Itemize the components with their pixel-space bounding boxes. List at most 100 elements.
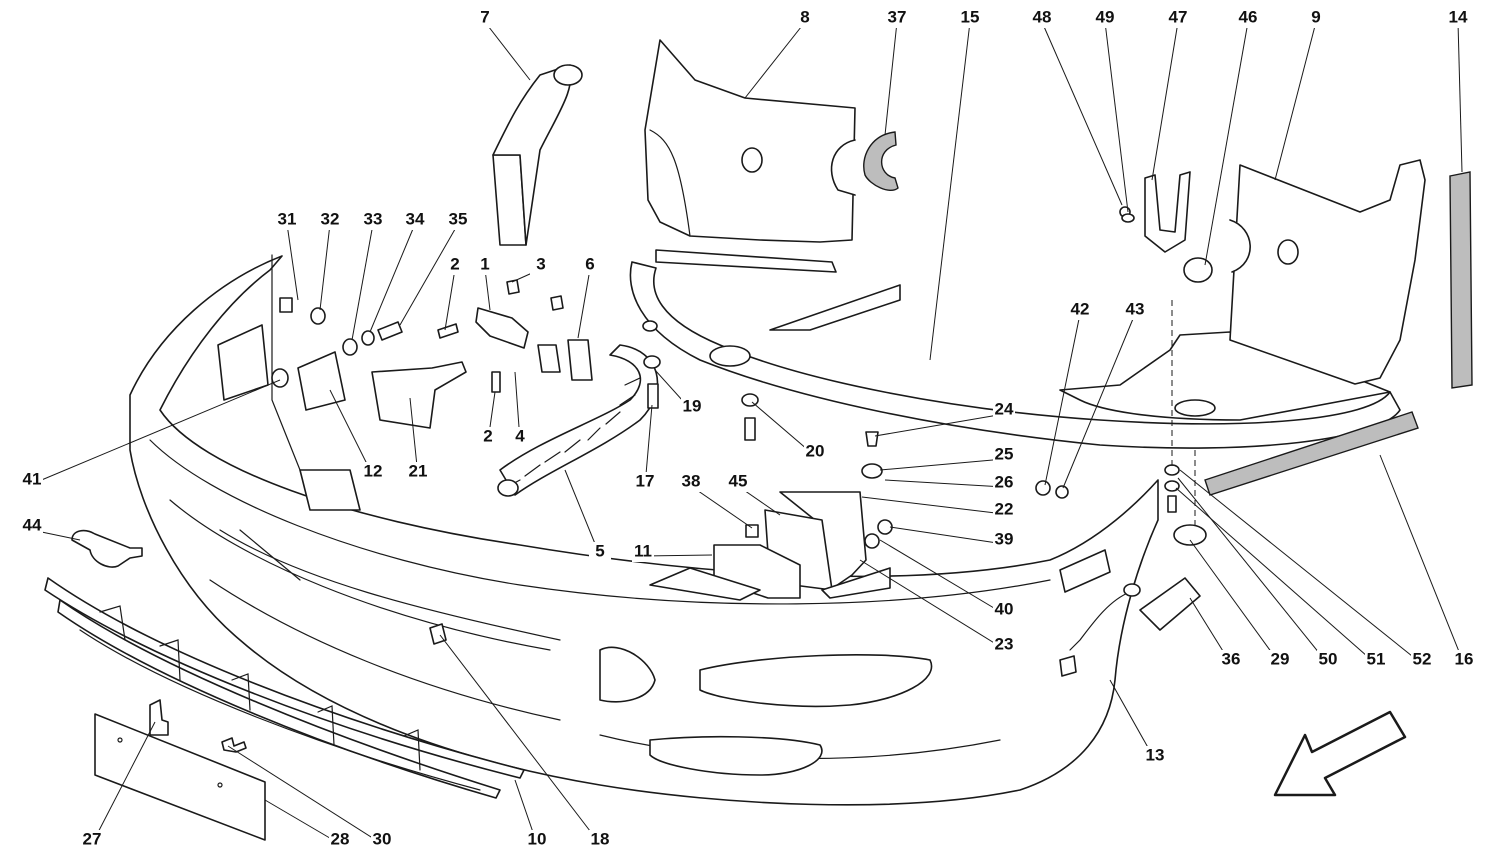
callout-29[interactable]: 29 bbox=[1271, 649, 1290, 668]
callout-background bbox=[509, 427, 531, 447]
callout-45[interactable]: 45 bbox=[729, 471, 748, 490]
plate-bracket[interactable] bbox=[149, 699, 169, 736]
leader-line bbox=[1457, 21, 1463, 173]
callout-40[interactable]: 40 bbox=[995, 599, 1014, 618]
plug-46[interactable] bbox=[1183, 257, 1213, 283]
bracket-47[interactable] bbox=[1144, 171, 1191, 253]
seal-37[interactable] bbox=[863, 131, 899, 192]
callout-39[interactable]: 39 bbox=[995, 529, 1014, 548]
side-reflector[interactable] bbox=[1139, 577, 1201, 631]
callout-background bbox=[319, 210, 341, 230]
leader-line bbox=[1379, 454, 1465, 665]
callout-36[interactable]: 36 bbox=[1222, 649, 1241, 668]
callout-background bbox=[681, 397, 703, 417]
callout-23[interactable]: 23 bbox=[995, 634, 1014, 653]
callout-37[interactable]: 37 bbox=[888, 7, 907, 26]
leader-line bbox=[286, 223, 299, 301]
callout-32[interactable]: 32 bbox=[321, 209, 340, 228]
callout-19[interactable]: 19 bbox=[683, 396, 702, 415]
callout-25[interactable]: 25 bbox=[995, 444, 1014, 463]
license-plate[interactable] bbox=[94, 713, 266, 841]
plate-screw[interactable] bbox=[221, 737, 247, 753]
callout-33[interactable]: 33 bbox=[364, 209, 383, 228]
seal-strip-14[interactable] bbox=[1449, 171, 1473, 389]
callout-34[interactable]: 34 bbox=[406, 209, 425, 228]
callout-22[interactable]: 22 bbox=[995, 499, 1014, 518]
grille-clip[interactable] bbox=[429, 623, 447, 645]
side-panel-8[interactable] bbox=[644, 39, 856, 243]
callout-24[interactable]: 24 bbox=[995, 399, 1014, 418]
callout-background bbox=[993, 635, 1015, 655]
callout-background bbox=[530, 255, 552, 275]
callout-8[interactable]: 8 bbox=[800, 7, 809, 26]
callout-background bbox=[993, 500, 1015, 520]
callout-30[interactable]: 30 bbox=[373, 829, 392, 848]
flexible-hose[interactable] bbox=[497, 344, 659, 497]
duct-bracket[interactable] bbox=[475, 307, 529, 349]
callout-38[interactable]: 38 bbox=[682, 471, 701, 490]
callout-15[interactable]: 15 bbox=[961, 7, 980, 26]
callout-52[interactable]: 52 bbox=[1413, 649, 1432, 668]
callout-21[interactable]: 21 bbox=[409, 461, 428, 480]
callout-background bbox=[589, 830, 611, 850]
callout-16[interactable]: 16 bbox=[1455, 649, 1474, 668]
mounting-plate-12[interactable] bbox=[297, 351, 346, 411]
callout-2[interactable]: 2 bbox=[450, 254, 459, 273]
callout-background bbox=[680, 472, 702, 492]
callout-41[interactable]: 41 bbox=[23, 469, 42, 488]
leader-line bbox=[399, 223, 459, 326]
callout-3[interactable]: 3 bbox=[536, 254, 545, 273]
seal-strip-16[interactable] bbox=[1204, 411, 1419, 496]
callout-27[interactable]: 27 bbox=[83, 829, 102, 848]
bumper-cover[interactable] bbox=[129, 254, 1159, 806]
callout-background bbox=[21, 470, 43, 490]
callout-1[interactable]: 1 bbox=[480, 254, 489, 273]
grommet[interactable] bbox=[1173, 524, 1207, 546]
callout-background bbox=[1453, 650, 1475, 670]
callout-background bbox=[993, 530, 1015, 550]
callout-11[interactable]: 11 bbox=[634, 541, 652, 560]
callout-background bbox=[371, 830, 393, 850]
callout-48[interactable]: 48 bbox=[1033, 7, 1052, 26]
callout-47[interactable]: 47 bbox=[1169, 7, 1188, 26]
leader-line bbox=[879, 539, 1005, 615]
callout-14[interactable]: 14 bbox=[1449, 7, 1468, 26]
callout-51[interactable]: 51 bbox=[1367, 649, 1386, 668]
callout-4[interactable]: 4 bbox=[515, 426, 525, 445]
air-duct[interactable] bbox=[492, 64, 583, 246]
callout-50[interactable]: 50 bbox=[1319, 649, 1338, 668]
callout-2[interactable]: 2 bbox=[483, 426, 492, 445]
callout-28[interactable]: 28 bbox=[331, 829, 350, 848]
callout-26[interactable]: 26 bbox=[995, 472, 1014, 491]
callout-44[interactable]: 44 bbox=[23, 515, 42, 534]
leader-line bbox=[884, 21, 898, 136]
undertray[interactable] bbox=[629, 249, 1401, 449]
callout-background bbox=[1031, 8, 1053, 28]
callout-49[interactable]: 49 bbox=[1096, 7, 1115, 26]
hose-seal-2[interactable] bbox=[537, 344, 561, 373]
key-44[interactable] bbox=[71, 529, 143, 568]
callout-18[interactable]: 18 bbox=[591, 829, 610, 848]
callout-43[interactable]: 43 bbox=[1126, 299, 1145, 318]
callout-9[interactable]: 9 bbox=[1311, 7, 1320, 26]
callout-31[interactable]: 31 bbox=[278, 209, 297, 228]
hose-seal[interactable] bbox=[567, 339, 593, 381]
callout-13[interactable]: 13 bbox=[1146, 745, 1165, 764]
callout-20[interactable]: 20 bbox=[806, 441, 825, 460]
callout-7[interactable]: 7 bbox=[480, 7, 489, 26]
callout-5[interactable]: 5 bbox=[595, 541, 604, 560]
callout-42[interactable]: 42 bbox=[1071, 299, 1090, 318]
grille[interactable] bbox=[44, 577, 525, 799]
callout-12[interactable]: 12 bbox=[364, 461, 383, 480]
leader-line bbox=[690, 485, 753, 529]
bracket-21[interactable] bbox=[371, 361, 467, 429]
callout-46[interactable]: 46 bbox=[1239, 7, 1258, 26]
side-panel-9[interactable] bbox=[1229, 159, 1426, 385]
callout-35[interactable]: 35 bbox=[449, 209, 468, 228]
callout-6[interactable]: 6 bbox=[585, 254, 594, 273]
callout-10[interactable]: 10 bbox=[528, 829, 547, 848]
callout-17[interactable]: 17 bbox=[636, 471, 655, 490]
leader-line bbox=[564, 469, 601, 557]
bumper-bracket-assembly[interactable] bbox=[649, 491, 891, 601]
